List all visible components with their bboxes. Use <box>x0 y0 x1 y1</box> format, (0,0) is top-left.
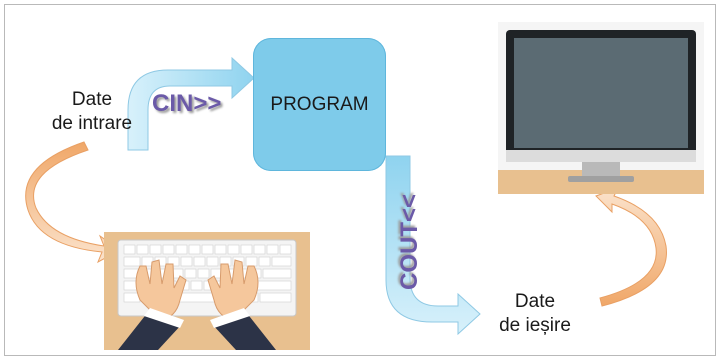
cout-arrow <box>385 155 481 336</box>
computer-monitor-icon <box>498 22 704 194</box>
input-label-line1: Date <box>71 89 113 110</box>
output-label: Date de ieșire <box>490 290 580 338</box>
output-label-line1: Date <box>514 291 556 312</box>
input-curve-arrow <box>25 141 121 264</box>
program-label: PROGRAM <box>270 93 369 115</box>
cin-label: CIN>> <box>152 90 222 117</box>
input-label-line2: de intrare <box>51 113 133 134</box>
cout-label: COUT<< <box>396 193 423 290</box>
output-label-line2: de ieșire <box>499 315 571 336</box>
keyboard-with-hands-icon <box>104 232 310 350</box>
program-box: PROGRAM <box>253 38 386 171</box>
input-label: Date de intrare <box>50 88 134 136</box>
output-curve-arrow <box>595 187 667 307</box>
